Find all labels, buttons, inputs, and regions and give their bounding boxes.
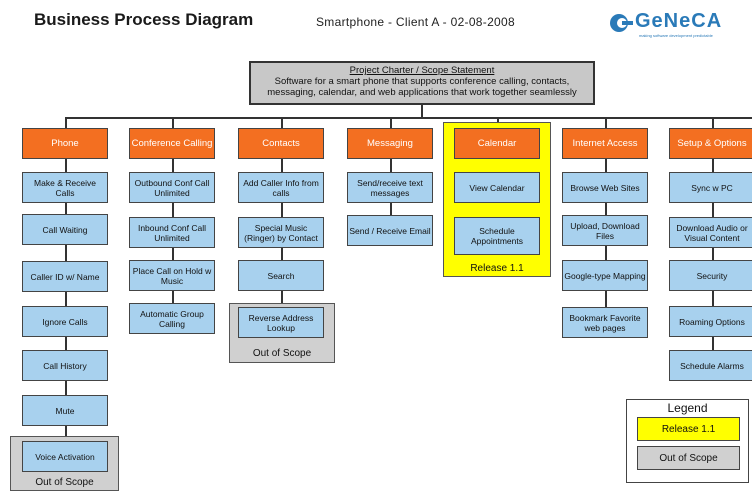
item-security: Security — [669, 260, 752, 291]
item-ignore-calls: Ignore Calls — [22, 306, 108, 337]
col-connector — [712, 117, 714, 129]
out-of-scope-label-phone: Out of Scope — [35, 477, 94, 488]
column-header-setup-options: Setup & Options — [669, 128, 752, 159]
item-send-receive-email: Send / Receive Email — [347, 215, 433, 246]
charter-heading: Project Charter / Scope Statement — [349, 65, 495, 76]
phone-spine — [65, 159, 67, 442]
item-sync-w-pc: Sync w PC — [669, 172, 752, 203]
legend-title: Legend — [667, 401, 708, 415]
legend-release: Release 1.1 — [637, 417, 740, 441]
col-connector — [172, 117, 174, 129]
item-special-music: Special Music (Ringer) by Contact — [238, 217, 324, 248]
charter-text: Software for a smart phone that supports… — [267, 76, 577, 98]
item-view-calendar: View Calendar — [454, 172, 540, 203]
item-make-receive-calls: Make & Receive Calls — [22, 172, 108, 203]
item-call-history: Call History — [22, 350, 108, 381]
col-connector — [605, 117, 607, 129]
item-voice-activation: Voice Activation — [22, 441, 108, 472]
item-search: Search — [238, 260, 324, 291]
logo-text: GeNeCA — [635, 10, 723, 32]
col-connector — [281, 117, 283, 129]
item-schedule-alarms: Schedule Alarms — [669, 350, 752, 381]
item-inbound-conf: Inbound Conf Call Unlimited — [129, 217, 215, 248]
item-call-waiting: Call Waiting — [22, 214, 108, 245]
column-header-phone: Phone — [22, 128, 108, 159]
out-of-scope-label-contacts: Out of Scope — [252, 348, 312, 359]
item-google-type-mapping: Google-type Mapping — [562, 260, 648, 291]
item-caller-id: Caller ID w/ Name — [22, 261, 108, 292]
item-upload-download-files: Upload, Download Files — [562, 215, 648, 246]
col-connector — [65, 117, 67, 129]
page-title: Business Process Diagram — [34, 10, 254, 29]
item-roaming-options: Roaming Options — [669, 306, 752, 337]
item-schedule-appointments: Schedule Appointments — [454, 217, 540, 255]
top-horizontal-connector — [65, 117, 752, 119]
geneca-logo: GeNeCA making software development predi… — [605, 10, 745, 44]
legend-out-of-scope: Out of Scope — [637, 446, 740, 470]
item-bookmark-favorite: Bookmark Favorite web pages — [562, 307, 648, 338]
logo-swirl-icon — [610, 14, 633, 32]
item-send-receive-text: Send/receive text messages — [347, 172, 433, 203]
column-header-internet-access: Internet Access — [562, 128, 648, 159]
column-header-messaging: Messaging — [347, 128, 433, 159]
item-automatic-group-calling: Automatic Group Calling — [129, 303, 215, 334]
project-charter-box: Project Charter / Scope Statement Softwa… — [249, 61, 595, 105]
item-place-call-hold: Place Call on Hold w Music — [129, 260, 215, 291]
item-browse-web-sites: Browse Web Sites — [562, 172, 648, 203]
item-reverse-address-lookup: Reverse Address Lookup — [238, 307, 324, 338]
page-subtitle: Smartphone - Client A - 02-08-2008 — [316, 15, 515, 29]
logo-tagline: making software development predictable — [639, 33, 713, 38]
item-mute: Mute — [22, 395, 108, 426]
column-header-calendar: Calendar — [454, 128, 540, 159]
column-header-conference-calling: Conference Calling — [129, 128, 215, 159]
legend: Legend Release 1.1 Out of Scope — [626, 399, 749, 483]
item-download-audio: Download Audio or Visual Content — [669, 217, 752, 248]
release-group-label: Release 1.1 — [470, 263, 524, 274]
col-connector — [390, 117, 392, 129]
charter-connector — [421, 105, 423, 118]
item-outbound-conf: Outbound Conf Call Unlimited — [129, 172, 215, 203]
column-header-contacts: Contacts — [238, 128, 324, 159]
item-add-caller-info: Add Caller Info from calls — [238, 172, 324, 203]
